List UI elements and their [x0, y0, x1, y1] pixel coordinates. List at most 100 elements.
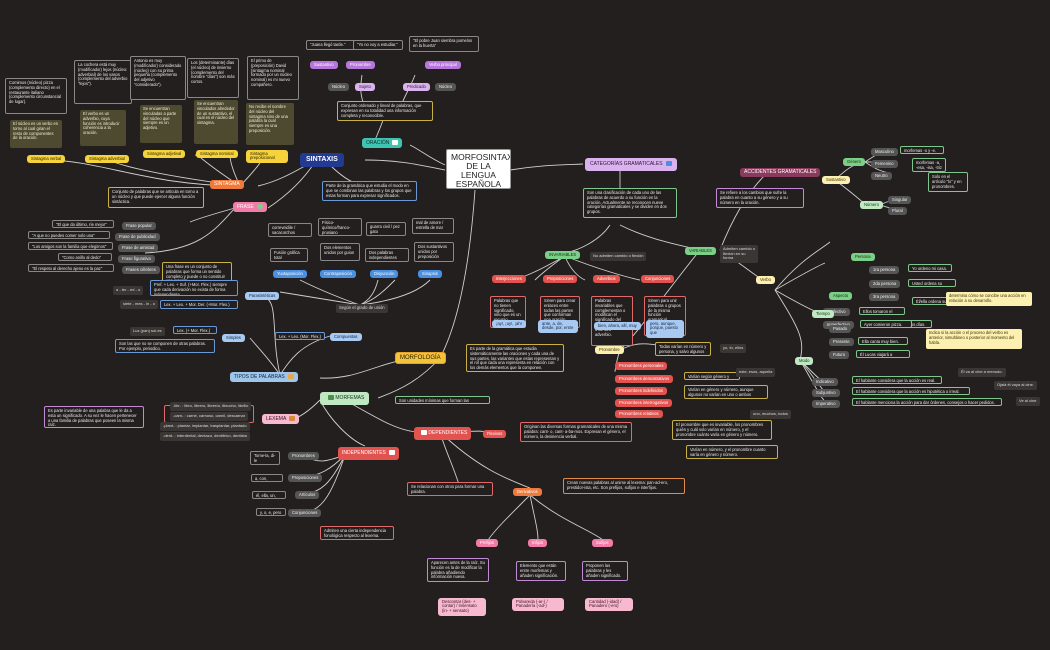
conjunciones-node[interactable]: Conjunciones — [641, 275, 675, 283]
futuro[interactable]: Futuro — [829, 351, 850, 359]
masculino-ej: morfemas -o y -e. — [900, 146, 944, 154]
sintagma-node[interactable]: SINTAGMA — [210, 180, 244, 189]
frase-publicidad[interactable]: Frase de publicidad — [115, 233, 160, 241]
ind-articulos[interactable]: Artículos — [295, 491, 320, 499]
sustantivo-node[interactable]: Sustantivo — [310, 61, 338, 69]
lexema-node[interactable]: LEXEMA — [262, 414, 300, 424]
modo-node[interactable]: Modo — [795, 357, 814, 365]
ind-pronombres[interactable]: Pronombres — [288, 452, 319, 460]
sintagma-preposicional[interactable]: Sintagma preposicional — [246, 150, 288, 163]
frase-amistad[interactable]: Frase de amistad — [118, 244, 159, 252]
sufijos-node[interactable]: Sufijos — [592, 539, 613, 547]
yuxtaposicion[interactable]: Yuxtaposición — [273, 270, 307, 278]
preposiciones-node[interactable]: Preposiciones — [543, 275, 578, 283]
sintagma-verbal[interactable]: Sintagma verbal — [27, 155, 66, 163]
ind-preposiciones[interactable]: Preposiciones — [288, 474, 323, 482]
pron-relativos[interactable]: Pronombres relativos — [615, 410, 663, 418]
parasinteticas[interactable]: Parasintéticas — [245, 292, 280, 300]
flexivos-node[interactable]: Flexivos — [483, 430, 507, 438]
singular[interactable]: Singular — [888, 196, 912, 204]
verbo-principal-node[interactable]: Verbo principal — [425, 61, 461, 69]
genero-node[interactable]: Género — [843, 158, 865, 166]
pron-ej-4: Varían en género y número, aunque alguno… — [684, 385, 768, 399]
aspecto-node[interactable]: Aspecto — [829, 292, 853, 300]
pron-indefinidos[interactable]: Pronombres indefinidos — [615, 387, 667, 395]
predicado-node[interactable]: Predicado — [403, 83, 430, 91]
imperativo-desc: El hablante menciona la acción para dar … — [852, 398, 1002, 406]
frase-figurativa[interactable]: Frase figurativa — [118, 255, 155, 263]
frase-node[interactable]: FRASE — [233, 202, 267, 212]
pron-interrogativos[interactable]: Pronombres interrogativos — [615, 399, 673, 407]
central-topic[interactable]: MORFOSINTAXIS DE LA LENGUA ESPAÑOLA — [446, 149, 511, 189]
contraposicion-ej: Físico-químico/franco-prusiano — [318, 218, 362, 236]
pasado[interactable]: Pasado — [829, 325, 852, 333]
oracion-node[interactable]: ORACIÓN — [362, 138, 403, 148]
imperfectivo[interactable]: Imperfectivo — [823, 321, 854, 329]
infijos-ej: Polvareda (-ar-) / Panadería (-ad-) — [512, 598, 564, 611]
masculino[interactable]: Masculino — [871, 148, 898, 156]
imperativo[interactable]: Imperativo — [812, 400, 840, 408]
perfectivo[interactable]: Perfectivo — [823, 308, 850, 316]
chart-icon — [289, 415, 296, 421]
dependientes-node[interactable]: DEPENDIENTES — [414, 427, 472, 440]
pronombre-node[interactable]: Pronombre — [595, 346, 624, 354]
femenino[interactable]: Femenino — [871, 160, 898, 168]
link-icon — [421, 430, 427, 435]
pron-desc-3: Varían en número, y el pronombre cuanto … — [686, 445, 778, 459]
cards-icon — [388, 450, 395, 455]
interjecciones-node[interactable]: Interjecciones — [492, 275, 526, 283]
sinapsis[interactable]: Sinapsis — [418, 270, 442, 278]
categorias-node[interactable]: CATEGORÍAS GRAMATICALES — [585, 158, 677, 171]
morfemas-node[interactable]: MORFEMAS — [320, 392, 370, 405]
compuestas[interactable]: Compuestas — [330, 333, 362, 341]
pron-personales[interactable]: Pronombres personales — [615, 362, 668, 370]
persona-node[interactable]: Persona — [851, 253, 875, 261]
sintaxis-node[interactable]: SINTAXIS — [300, 153, 344, 168]
frase-popular[interactable]: Frase popular — [122, 222, 156, 230]
indicativo[interactable]: Indicativo — [812, 378, 838, 386]
prefijos-node[interactable]: Prefijos — [476, 539, 498, 547]
sintagma-adverbial[interactable]: Sintagma adverbial — [85, 155, 129, 163]
tiempo-node[interactable]: Tiempo — [812, 310, 834, 318]
pronombre-node[interactable]: Pronombre — [346, 61, 375, 69]
sintagma-preposicional-desc: No recibe el nombre del núcleo del sinta… — [246, 103, 294, 145]
neutro[interactable]: Neutro — [871, 172, 892, 180]
derivativos-node[interactable]: Derivativos — [513, 488, 542, 496]
ind-ej-2: a, con, contra — [251, 474, 283, 482]
ind-ej-3: él, ella, un, una — [252, 491, 286, 499]
primera-persona[interactable]: 1ra persona — [869, 266, 900, 274]
independientes-node[interactable]: INDEPENDIENTES — [338, 447, 399, 460]
verbo-acc[interactable]: Verbo — [756, 276, 775, 284]
tercera-persona[interactable]: 3ra persona — [869, 293, 900, 301]
frase-ej-2: "A que no puedes comer solo una" — [28, 231, 110, 239]
presente-ej: Ella canta muy bien. — [858, 337, 908, 345]
contraposicion[interactable]: Contraposición — [320, 270, 356, 278]
disyuncion[interactable]: Disyunción — [370, 270, 399, 278]
ind-conjunciones[interactable]: Conjunciones — [288, 509, 322, 517]
tipos-palabras-node[interactable]: TIPOS DE PALABRAS — [230, 372, 298, 382]
segunda-persona[interactable]: 2da persona — [869, 280, 901, 288]
sintagma-nominal-desc: Se encuentran vinculados alrededor de un… — [194, 100, 238, 144]
invariables-node[interactable]: INVARIABLES — [545, 251, 581, 259]
pron-ej-3: este, esos, aquella — [736, 368, 776, 377]
morfologia-node[interactable]: MORFOLOGÍA — [395, 352, 446, 365]
adverbios-node[interactable]: Adverbios — [593, 275, 620, 283]
accidentes-node[interactable]: ACCIDENTES GRAMATICALES — [740, 168, 821, 177]
sintagma-adjetival[interactable]: Sintagma adjetival — [143, 150, 186, 158]
invariables-desc: No admiten cambio o flexión — [590, 252, 647, 261]
numero-node[interactable]: Número — [860, 201, 883, 209]
sujeto-node[interactable]: Sujeto — [355, 83, 375, 91]
presente[interactable]: Presente — [829, 338, 854, 346]
adverbios-ej: bien, ahora, allí, muy — [594, 322, 641, 330]
subjuntivo[interactable]: Subjuntivo — [812, 389, 840, 397]
prefijos-ej: Descontar (des- + contar) / Insensato (i… — [438, 598, 486, 616]
sustantivo-acc[interactable]: Sustantivo — [822, 176, 850, 184]
pron-demostrativos[interactable]: Pronombres demostrativos — [615, 375, 674, 383]
sintagma-nominal[interactable]: Sintagma nominal — [196, 150, 238, 158]
variables-node[interactable]: VARIABLES — [685, 247, 716, 255]
leaf-icon — [256, 203, 263, 209]
simples[interactable]: Simples — [222, 334, 245, 342]
infijos-node[interactable]: Infijos — [528, 539, 547, 547]
plural[interactable]: Plural — [888, 207, 907, 215]
frases-celebres[interactable]: Frases célebres — [122, 266, 160, 274]
